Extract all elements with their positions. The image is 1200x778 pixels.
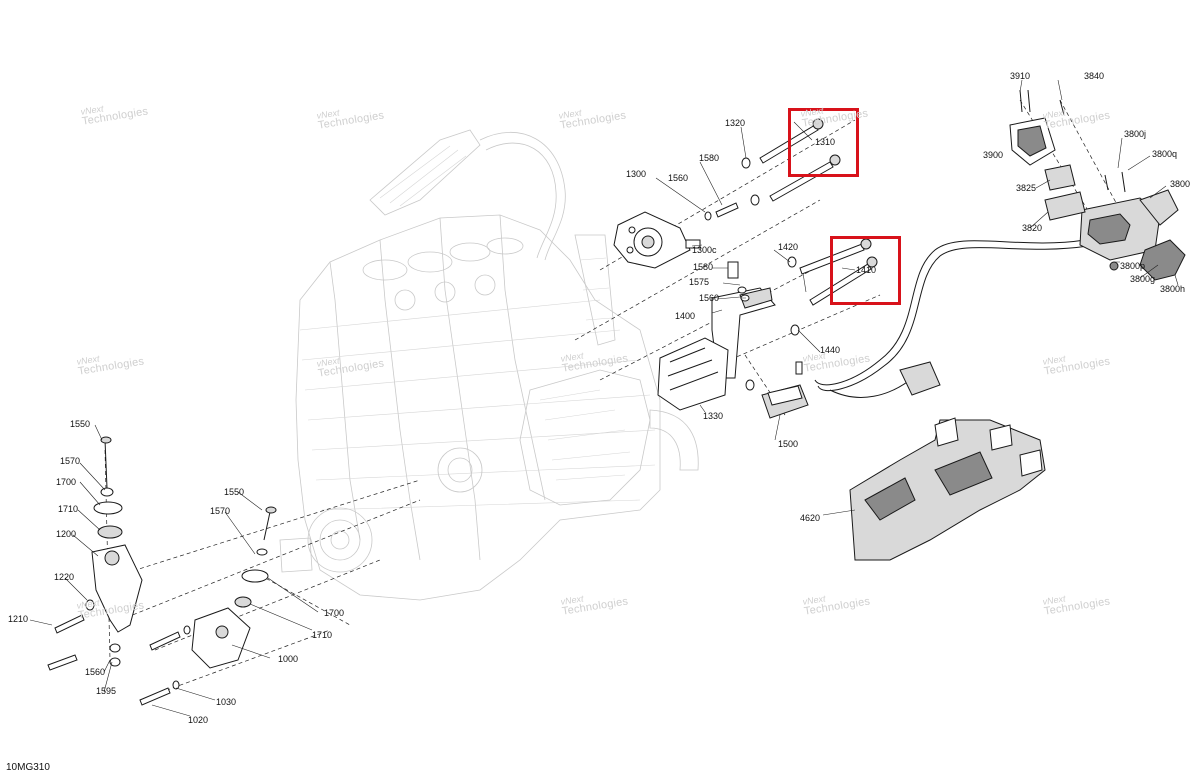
callout-label: 3800q: [1152, 149, 1178, 159]
callout-label: 3825: [1016, 183, 1037, 193]
bracket-1300: [613, 211, 701, 269]
callout-label: 3800h: [1160, 284, 1186, 294]
callout-label: 1210: [8, 614, 29, 624]
callout-label: 1700: [56, 477, 77, 487]
engine-block-drawing: [279, 129, 699, 601]
callout-label: 3800j: [1124, 129, 1147, 139]
callout-label: 1310: [815, 137, 836, 147]
callout-label: 1575: [689, 277, 710, 287]
callout-label: 1410: [856, 265, 877, 275]
mount-bracket-1000: [139, 506, 277, 706]
heat-shield-4620: [849, 417, 1046, 561]
mount-1500: [745, 361, 809, 419]
callout-leaders: [29, 79, 1179, 717]
callout-label: 1420: [778, 242, 799, 252]
callout-label: 1550: [224, 487, 245, 497]
callout-label: 1200: [56, 529, 77, 539]
callout-label: 1000: [278, 654, 299, 664]
callout-label: 1560: [668, 173, 689, 183]
callout-label: 1020: [188, 715, 209, 725]
callout-label: 1595: [96, 686, 117, 696]
callout-label: 1710: [312, 630, 333, 640]
callout-label: 1300: [626, 169, 647, 179]
callout-label: 1550: [70, 419, 91, 429]
callout-label: 1700: [324, 608, 345, 618]
callout-label: 1300c: [692, 245, 717, 255]
callout-label: 1580: [699, 153, 720, 163]
bracket-1400: [657, 261, 776, 411]
callout-label: 1030: [216, 697, 237, 707]
callout-label: 1570: [60, 456, 81, 466]
callout-label: 3800p: [1120, 261, 1146, 271]
callout-label: 4620: [800, 513, 821, 523]
callout-label: 1320: [725, 118, 746, 128]
highlight-box-1410: [830, 236, 901, 305]
callout-label: 1400: [675, 311, 696, 321]
callout-label: 1710: [58, 504, 79, 514]
highlight-box-1310: [788, 108, 859, 177]
callout-label: 1580: [693, 262, 714, 272]
callout-label: 1220: [54, 572, 75, 582]
callout-label: 3800: [1170, 179, 1191, 189]
callout-label: 1570: [210, 506, 231, 516]
callout-label: 3820: [1022, 223, 1043, 233]
callout-label: 3910: [1010, 71, 1031, 81]
bolts-1410-1420: [787, 238, 878, 336]
callout-label: 1560: [85, 667, 106, 677]
callout-label: 1330: [703, 411, 724, 421]
callout-label: 1500: [778, 439, 799, 449]
callout-label: 3900: [983, 150, 1004, 160]
callout-label: 3800g: [1130, 274, 1156, 284]
callout-label: 1440: [820, 345, 841, 355]
callout-label: 3840: [1084, 71, 1105, 81]
mount-bracket-1200: [47, 436, 143, 671]
diagram-reference-code: 10MG310: [6, 762, 50, 773]
cable-control-assembly-3800: [814, 89, 1186, 398]
callout-label: 1560: [699, 293, 720, 303]
